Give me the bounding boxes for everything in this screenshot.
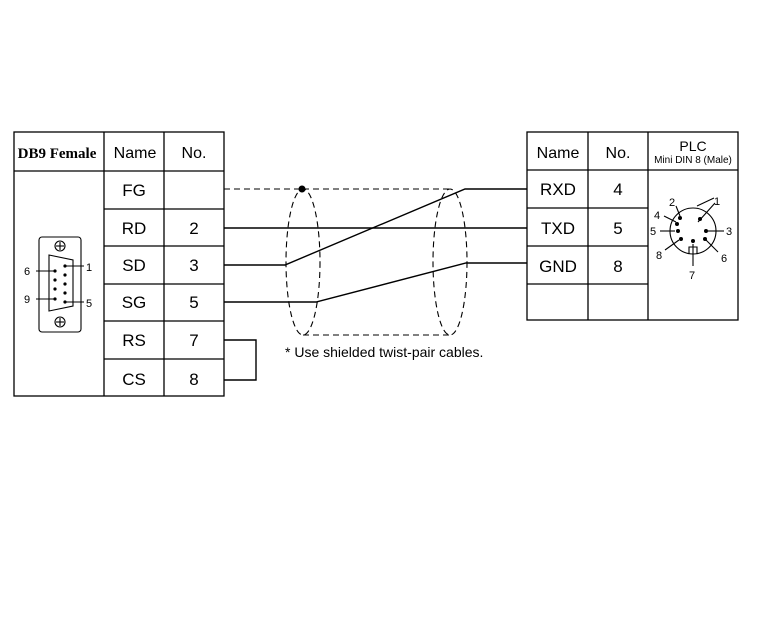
wire-sg-gnd	[224, 262, 527, 303]
left-name-header: Name	[114, 145, 157, 162]
db9-pin-label: 5	[86, 298, 92, 310]
left-row-no: 7	[189, 331, 198, 350]
wire-sd-rxd	[224, 188, 527, 266]
right-table	[526, 131, 739, 321]
wires	[224, 188, 527, 381]
right-row-no: 5	[613, 219, 622, 238]
plc-title: PLC	[679, 138, 706, 154]
right-row-no: 8	[613, 257, 622, 276]
left-no-header: No.	[182, 145, 207, 162]
left-row-name: RD	[122, 219, 147, 238]
right-row-no: 4	[613, 180, 622, 199]
shield-ground-dot	[298, 185, 306, 193]
wire-rs-cs-loop	[224, 339, 257, 381]
left-row-no: 5	[189, 293, 198, 312]
db9-pin-label: 6	[24, 266, 30, 278]
right-row-name: TXD	[541, 219, 575, 238]
mini-din-pin-dots	[675, 216, 708, 243]
left-row-name: CS	[122, 370, 146, 389]
din-pin-label: 4	[654, 210, 660, 222]
din-pin-label: 6	[721, 253, 727, 265]
right-row-name: RXD	[540, 180, 576, 199]
right-name-header: Name	[537, 145, 580, 162]
cable-shield	[224, 188, 468, 336]
plc-subtitle: Mini DIN 8 (Male)	[654, 155, 732, 166]
left-table	[13, 131, 225, 397]
right-row-name: GND	[539, 257, 577, 276]
din-pin-label: 5	[650, 226, 656, 238]
left-row-no: 8	[189, 370, 198, 389]
left-row-name: SD	[122, 256, 146, 275]
db9-pin-label: 1	[86, 262, 92, 274]
left-row-name: FG	[122, 181, 146, 200]
din-pin-label: 1	[714, 196, 720, 208]
din-pin-label: 7	[689, 270, 695, 282]
db9-pin-dots	[53, 264, 67, 304]
left-row-no: 3	[189, 256, 198, 275]
left-row-no: 2	[189, 219, 198, 238]
shielded-cable-note: * Use shielded twist-pair cables.	[285, 344, 483, 360]
din-pin-label: 3	[726, 226, 732, 238]
db9-connector-icon	[36, 236, 84, 333]
din-pin-label: 2	[669, 197, 675, 209]
left-row-name: RS	[122, 331, 146, 350]
db9-pin-label: 9	[24, 294, 30, 306]
din-pin-label: 8	[656, 250, 662, 262]
right-no-header: No.	[606, 145, 631, 162]
left-row-name: SG	[122, 293, 147, 312]
db9-female-title: DB9 Female	[18, 146, 97, 162]
